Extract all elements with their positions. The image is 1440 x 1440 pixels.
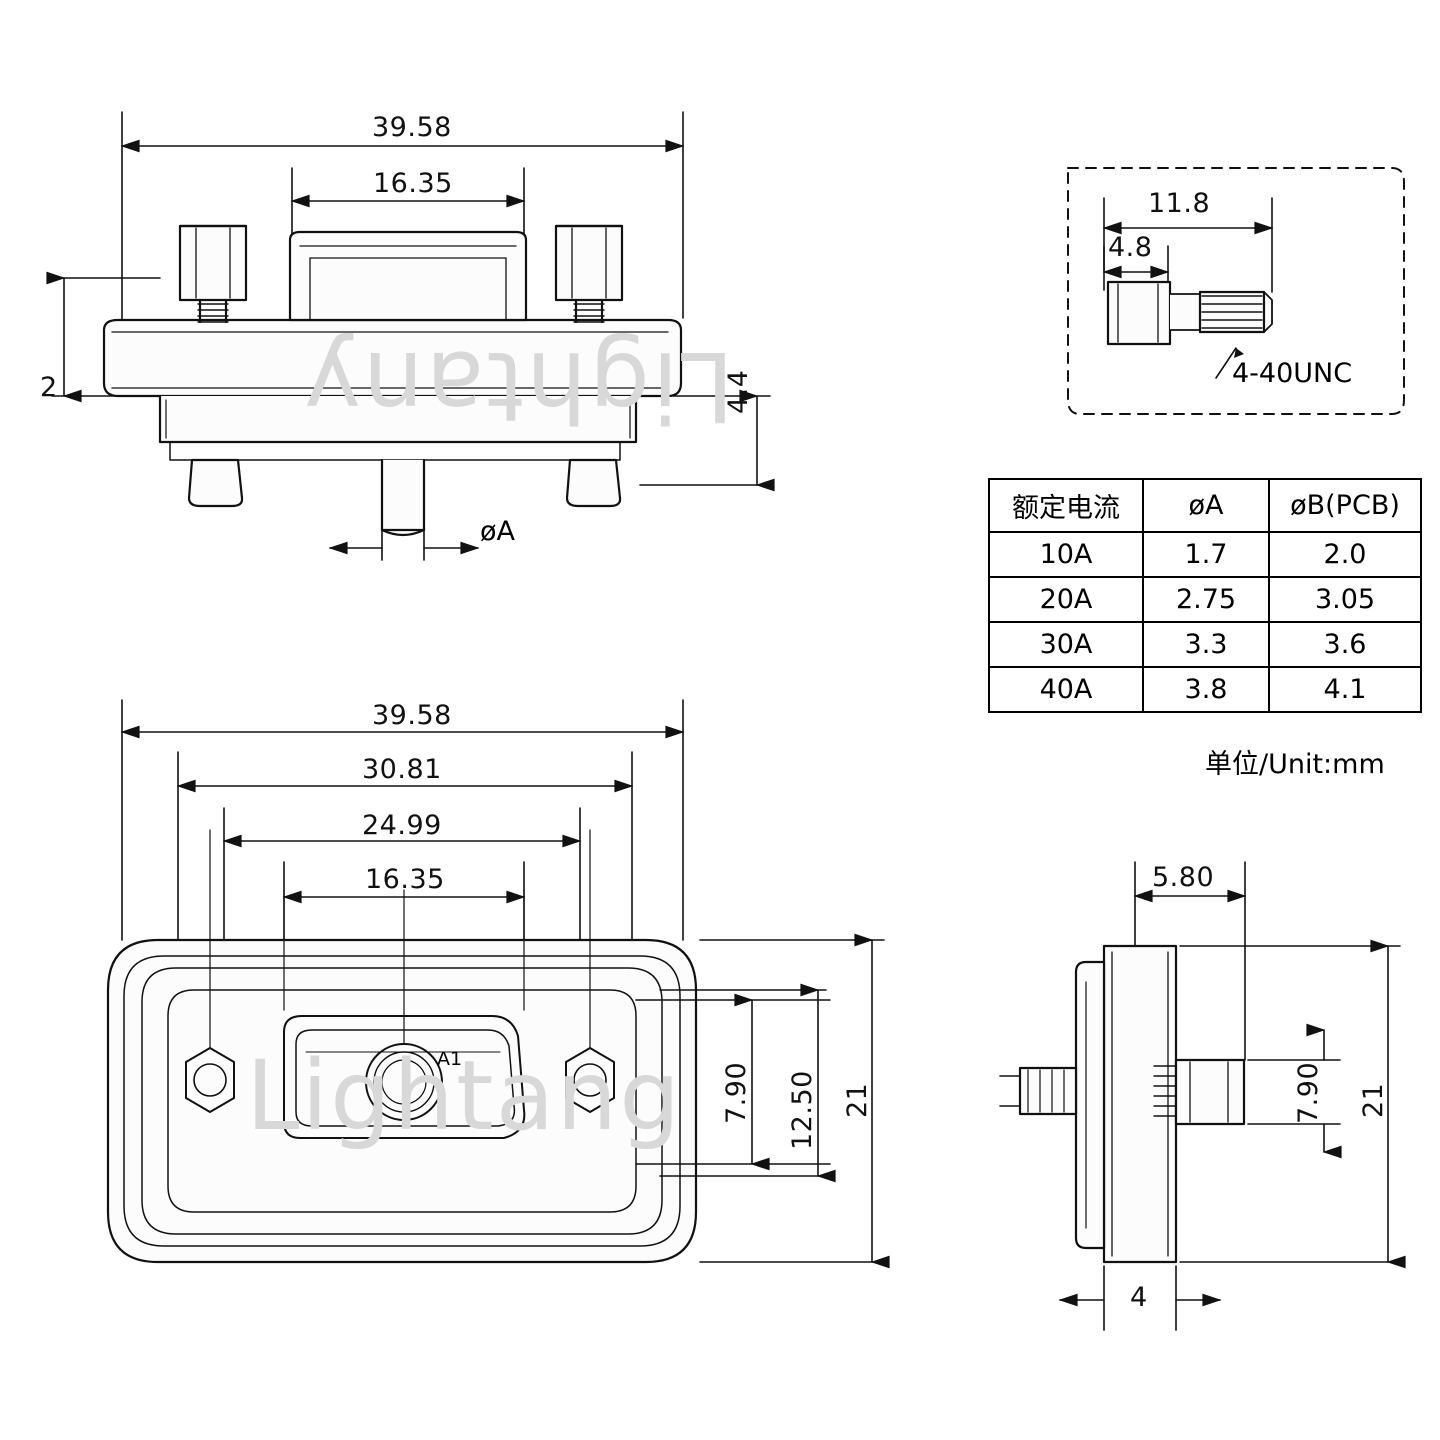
label-contact-a1: A1 — [437, 1048, 463, 1070]
dim-front-1250: 12.50 — [787, 1070, 818, 1150]
cell-current: 20A — [988, 576, 1144, 623]
table-header-current: 额定电流 — [988, 478, 1144, 533]
cell-phia: 3.8 — [1142, 666, 1270, 713]
dim-screw-head: 4.8 — [1108, 232, 1153, 263]
dim-front-1635: 16.35 — [365, 864, 445, 895]
spec-table: 额定电流 øA øB(PCB) 10A 1.7 2.0 20A 2.75 3.0… — [988, 478, 1422, 713]
table-row: 40A 3.8 4.1 — [988, 666, 1422, 713]
dim-flange-thickness: 2 — [40, 372, 58, 403]
unit-note: 单位/Unit:mm — [1205, 749, 1385, 780]
cell-phib: 3.05 — [1268, 576, 1422, 623]
table-row: 10A 1.7 2.0 — [988, 531, 1422, 578]
cell-phib: 4.1 — [1268, 666, 1422, 713]
dim-side-580: 5.80 — [1152, 862, 1215, 893]
table-header-row: 额定电流 øA øB(PCB) — [988, 478, 1422, 533]
table-row: 30A 3.3 3.6 — [988, 621, 1422, 668]
watermark-top-text: Lightany — [302, 330, 735, 442]
dim-front-790: 7.90 — [721, 1061, 752, 1124]
dim-screw-length: 11.8 — [1148, 188, 1211, 219]
dim-top-inner: 16.35 — [373, 168, 453, 199]
label-phi-a: øA — [480, 516, 515, 547]
watermark-bottom: Lightang — [246, 1040, 683, 1152]
cell-current: 30A — [988, 621, 1144, 668]
cell-phib: 2.0 — [1268, 531, 1422, 578]
cell-phia: 2.75 — [1142, 576, 1270, 623]
cell-current: 10A — [988, 531, 1144, 578]
dim-front-2499: 24.99 — [362, 810, 442, 841]
table-header-phib: øB(PCB) — [1268, 478, 1422, 533]
dim-side-790: 7.90 — [1293, 1061, 1324, 1124]
dim-side-4: 4 — [1130, 1282, 1148, 1313]
cell-phib: 3.6 — [1268, 621, 1422, 668]
dim-side-21: 21 — [1358, 1082, 1389, 1118]
cell-phia: 1.7 — [1142, 531, 1270, 578]
table-row: 20A 2.75 3.05 — [988, 576, 1422, 623]
dim-front-3081: 30.81 — [362, 754, 442, 785]
cell-phia: 3.3 — [1142, 621, 1270, 668]
table-header-phia: øA — [1142, 478, 1270, 533]
dim-front-21: 21 — [842, 1082, 873, 1118]
dim-top-overall: 39.58 — [372, 112, 452, 143]
watermark-top: Lightany — [302, 330, 734, 442]
dim-front-overall: 39.58 — [372, 700, 452, 731]
cell-current: 40A — [988, 666, 1144, 713]
label-thread-spec: 4-40UNC — [1232, 358, 1353, 389]
